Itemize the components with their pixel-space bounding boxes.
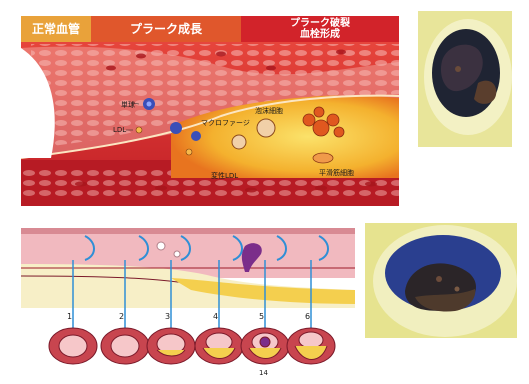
label-monocyte: 単球 bbox=[121, 100, 135, 110]
plaque-progression-illustration: 正常血管 プラーク成長 プラーク破裂 血栓形成 単球 LDL マクロファージ 泡… bbox=[21, 8, 399, 206]
step-number-1: 1 bbox=[67, 312, 72, 321]
step-number-2: 2 bbox=[119, 312, 124, 321]
step-number-5: 5 bbox=[259, 312, 264, 321]
vessel-photo-top bbox=[418, 11, 512, 147]
plaque-stage-diagram: 1 2 3 4 5 6 14 bbox=[21, 224, 355, 379]
label-foam-cell: 泡沫細胞 bbox=[255, 106, 283, 116]
stage-header-plaque-growth: プラーク成長 bbox=[91, 16, 241, 42]
step-number-3: 3 bbox=[165, 312, 170, 321]
figure-footer-number: 14 bbox=[259, 369, 268, 377]
stage-header-normal: 正常血管 bbox=[21, 16, 91, 42]
label-modified-ldl: 変性LDL bbox=[211, 171, 238, 181]
label-smooth-muscle-cell: 平滑筋細胞 bbox=[319, 168, 354, 178]
label-macrophage: マクロファージ bbox=[201, 118, 250, 128]
step-number-6: 6 bbox=[305, 312, 310, 321]
vessel-photo-bottom bbox=[365, 223, 517, 338]
label-ldl: LDL bbox=[113, 126, 126, 134]
stage-header-rupture-thrombus: プラーク破裂 血栓形成 bbox=[241, 16, 399, 42]
step-number-4: 4 bbox=[213, 312, 218, 321]
